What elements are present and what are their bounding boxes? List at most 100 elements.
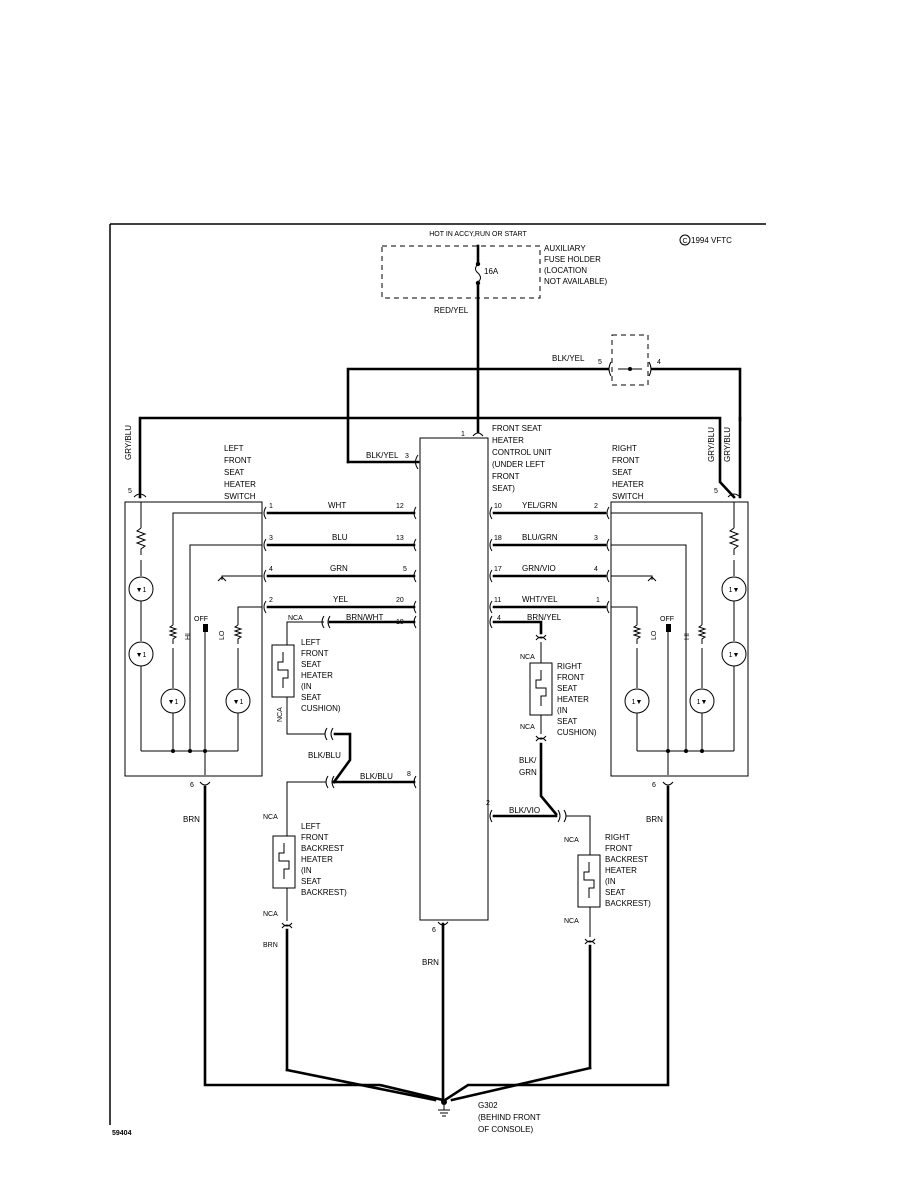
right-switch-pos-lo: LO (651, 630, 658, 640)
right-wire-2-switch-pin: 3 (594, 535, 598, 542)
right-seat-backrest-heater: 2 BLK/VIO NCA NCA RIGHT FRONT BACKREST H… (486, 800, 651, 1070)
unit-ground-brn: BRN (422, 958, 439, 967)
left-wire-4-color: YEL (333, 595, 349, 604)
right-switch-pos-off: OFF (660, 616, 674, 623)
left-backrest-line-5: (IN (301, 866, 312, 875)
left-wire-4-unit-pin: 20 (396, 597, 404, 604)
left-cushion-line-3: SEAT (301, 660, 321, 669)
left-switch-pin-5: 5 (128, 488, 132, 495)
blk-yel-circuit: BLK/YEL 5 4 (346, 334, 742, 464)
right-wire-3-color: GRN/VIO (522, 564, 556, 573)
left-switch-line-1: LEFT (224, 444, 244, 453)
left-cushion-nca-bottom: NCA (277, 707, 284, 722)
left-backrest-line-7: BACKREST) (301, 888, 347, 897)
right-seat-cushion-heater: 4 BRN/YEL NCA NCA BLK/ GRN RIGHT FRONT S… (489, 613, 597, 816)
right-backrest-nca-bottom: NCA (564, 918, 579, 925)
right-backrest-line-7: BACKREST) (605, 899, 651, 908)
connector-pin-5: 5 (598, 359, 602, 366)
right-cushion-line-5: (IN (557, 706, 568, 715)
right-wire-3-switch-pin: 4 (594, 566, 598, 573)
svg-text:C: C (682, 238, 687, 245)
svg-text:▼1: ▼1 (136, 652, 147, 659)
wire-label-red-yel: RED/YEL (434, 306, 469, 315)
ground-line-3: OF CONSOLE) (478, 1125, 533, 1134)
right-cushion-line-1: RIGHT (557, 662, 582, 671)
left-seat-cushion-heater: NCA BRN/WHT 19 NCA LEFT FRONT SEAT HEATE… (271, 613, 417, 784)
right-switch-line-2: FRONT (612, 456, 640, 465)
right-cushion-line-3: SEAT (557, 684, 577, 693)
left-wire-2-unit-pin: 13 (396, 535, 404, 542)
svg-text:1▼: 1▼ (729, 587, 740, 594)
fuse-line-1: AUXILIARY (544, 244, 586, 253)
left-seat-backrest-heater: BLK/BLU 8 NCA NCA BRN LEFT FRONT BACKRES… (263, 771, 417, 1072)
right-switch-pos-hi: HI (684, 633, 691, 640)
left-switch-wires: 1 WHT 12 3 BLU 13 4 GRN 5 2 YEL 20 (263, 501, 417, 614)
fuse-line-3: (LOCATION (544, 266, 587, 275)
wire-label-blk-blu-1: BLK/BLU (308, 751, 341, 760)
left-cushion-line-6: SEAT (301, 693, 321, 702)
wire-label-brn-wht: BRN/WHT (346, 613, 383, 622)
left-backrest-line-3: BACKREST (301, 844, 344, 853)
right-wire-4-switch-pin: 1 (596, 597, 600, 604)
control-unit: 1 FRONT SEAT HEATER CONTROL UNIT (UNDER … (346, 424, 552, 934)
left-cushion-line-2: FRONT (301, 649, 329, 658)
right-cushion-line-6: SEAT (557, 717, 577, 726)
left-switch-line-5: SWITCH (224, 492, 256, 501)
right-wire-1-switch-pin: 2 (594, 503, 598, 510)
right-wire-3-unit-pin: 17 (494, 566, 502, 573)
connector-pin-4: 4 (657, 359, 661, 366)
right-cushion-line-7: CUSHION) (557, 728, 597, 737)
figure-number: 59404 (112, 1130, 132, 1137)
gry-blu-circuit: GRY/BLU GRY/BLU GRY/BLU (124, 416, 742, 499)
right-wire-4-color: WHT/YEL (522, 595, 558, 604)
left-backrest-brn: BRN (263, 942, 278, 949)
left-wire-1-unit-pin: 12 (396, 503, 404, 510)
ground-circuit: BRN BRN BRN G302 (BEHIND FRONT OF CONSOL… (183, 785, 670, 1134)
right-wire-1-unit-pin: 10 (494, 503, 502, 510)
left-backrest-line-4: HEATER (301, 855, 333, 864)
wire-label-blk-blu-2: BLK/BLU (360, 772, 393, 781)
right-backrest-line-1: RIGHT (605, 833, 630, 842)
left-backrest-nca-top: NCA (263, 814, 278, 821)
left-backrest-line-1: LEFT (301, 822, 321, 831)
right-switch-line-1: RIGHT (612, 444, 637, 453)
wire-label-blk-grn-2: GRN (519, 768, 537, 777)
left-switch-pos-hi: HI (185, 633, 192, 640)
svg-text:▼1: ▼1 (233, 699, 244, 706)
svg-text:▼1: ▼1 (136, 587, 147, 594)
right-backrest-line-6: SEAT (605, 888, 625, 897)
unit-pin-1: 1 (461, 431, 465, 438)
left-wire-3-switch-pin: 4 (269, 566, 273, 573)
unit-line-1: FRONT SEAT (492, 424, 542, 433)
left-cushion-nca-top: NCA (288, 615, 303, 622)
left-switch-brn: BRN (183, 815, 200, 824)
unit-pin-6: 6 (432, 927, 436, 934)
right-switch-pin-5: 5 (714, 488, 718, 495)
svg-text:1▼: 1▼ (632, 699, 643, 706)
left-backrest-line-6: SEAT (301, 877, 321, 886)
left-wire-4-switch-pin: 2 (269, 597, 273, 604)
right-switch-line-4: HEATER (612, 480, 644, 489)
wire-label-brn-yel: BRN/YEL (527, 613, 562, 622)
left-wire-1-switch-pin: 1 (269, 503, 273, 510)
svg-text:1▼: 1▼ (697, 699, 708, 706)
fuse-line-2: FUSE HOLDER (544, 255, 601, 264)
right-backrest-line-2: FRONT (605, 844, 633, 853)
left-cushion-line-7: CUSHION) (301, 704, 341, 713)
right-switch-wires: 10 YEL/GRN 2 18 BLU/GRN 3 17 GRN/VIO 4 1… (489, 501, 610, 614)
svg-text:▼1: ▼1 (168, 699, 179, 706)
right-backrest-line-5: (IN (605, 877, 616, 886)
wire-label-blk-yel-top: BLK/YEL (552, 354, 585, 363)
right-wire-4-unit-pin: 11 (494, 597, 501, 604)
right-wire-2-color: BLU/GRN (522, 533, 558, 542)
left-switch-line-2: FRONT (224, 456, 252, 465)
unit-pin-2: 2 (486, 800, 490, 807)
right-switch-line-3: SEAT (612, 468, 632, 477)
power-note: HOT IN ACCY,RUN OR START (429, 231, 527, 238)
right-backrest-line-3: BACKREST (605, 855, 648, 864)
unit-line-2: HEATER (492, 436, 524, 445)
fuse-amperage: 16A (484, 267, 499, 276)
left-cushion-line-1: LEFT (301, 638, 321, 647)
